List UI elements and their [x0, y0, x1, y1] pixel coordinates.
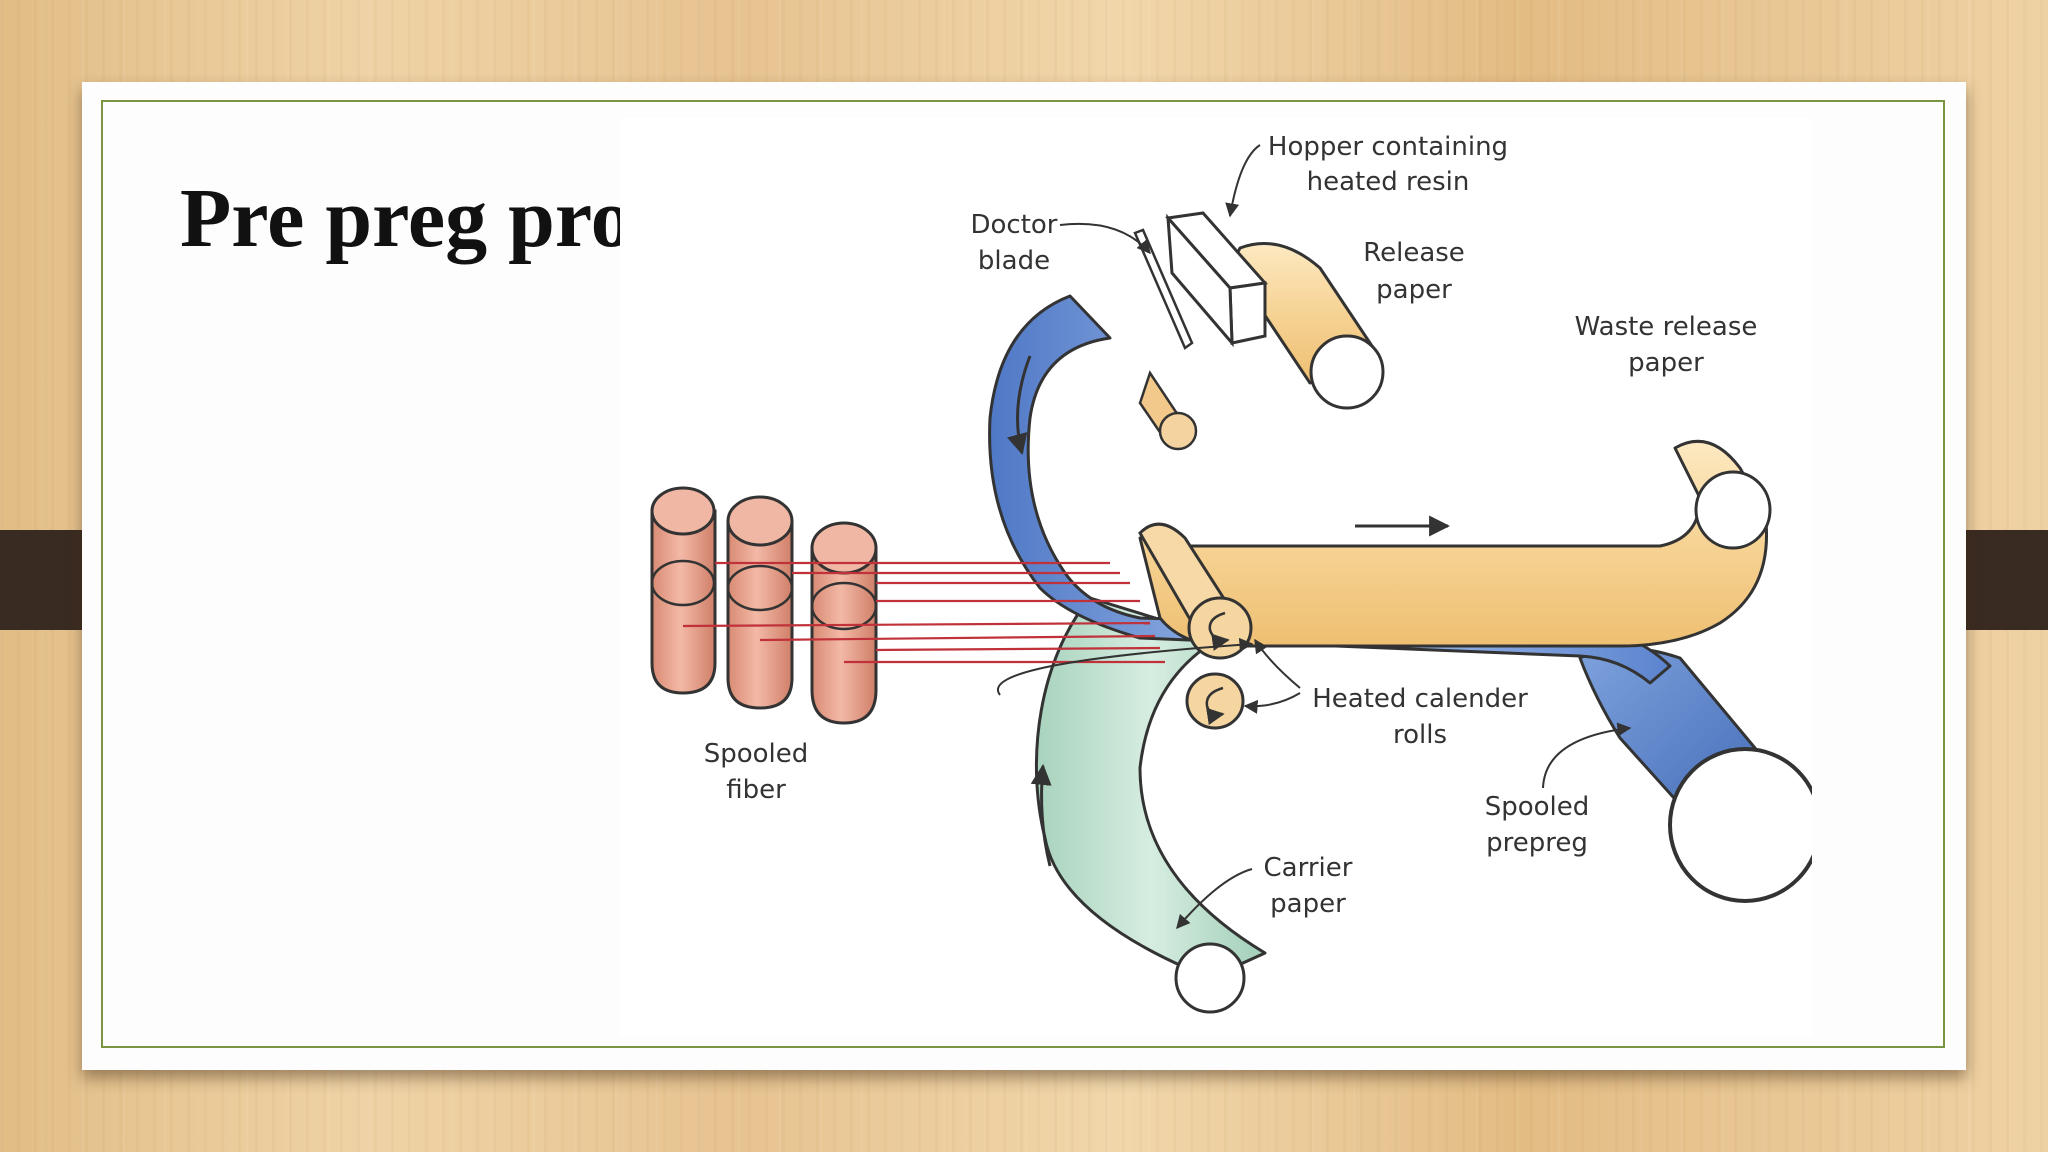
fiber-spool — [650, 486, 717, 695]
svg-text:rolls: rolls — [1393, 720, 1447, 750]
roll-rotation-icon — [1205, 686, 1225, 726]
svg-text:Spooled: Spooled — [1485, 792, 1590, 822]
spooled-prepreg-roll — [1668, 747, 1812, 903]
svg-text:paper: paper — [1628, 348, 1704, 378]
calender-leader — [997, 637, 1254, 696]
svg-text:Carrier: Carrier — [1264, 853, 1353, 883]
direction-arrow-icon — [1030, 763, 1052, 867]
fiber-spool — [810, 521, 878, 725]
svg-text:Release: Release — [1363, 238, 1465, 268]
doctor-blade-leader — [1059, 222, 1151, 255]
svg-text:blade: blade — [978, 246, 1050, 276]
label-hopper: Hopper containing heated resin — [1268, 132, 1508, 197]
carrier-paper-leader — [1176, 868, 1253, 930]
spooled-prepreg-leader — [1542, 722, 1632, 789]
svg-text:fiber: fiber — [726, 775, 786, 805]
label-waste-release-paper: Waste release paper — [1575, 312, 1758, 378]
svg-text:prepreg: prepreg — [1486, 828, 1588, 858]
hopper-icon — [1165, 211, 1268, 348]
upper-calender-roll — [1138, 522, 1253, 660]
svg-text:paper: paper — [1270, 889, 1346, 919]
label-spooled-prepreg: Spooled prepreg — [1485, 792, 1590, 858]
label-carrier-paper: Carrier paper — [1264, 853, 1353, 919]
release-paper-roll — [1309, 334, 1385, 410]
svg-text:Doctor: Doctor — [970, 210, 1057, 240]
waste-release-paper-roll — [1694, 470, 1772, 550]
label-spooled-fiber: Spooled fiber — [704, 739, 809, 805]
fiber-strands — [682, 561, 1165, 664]
prepreg-diagram: Hopper containing heated resin Doctor bl… — [650, 132, 1812, 1014]
label-release-paper: Release paper — [1363, 238, 1465, 305]
carrier-paper-roll — [1174, 942, 1246, 1014]
svg-text:Waste release: Waste release — [1575, 312, 1758, 342]
svg-text:paper: paper — [1376, 275, 1452, 305]
doctor-blade-icon — [1133, 228, 1194, 350]
lower-calender-roll — [1185, 672, 1245, 730]
fiber-spool — [726, 495, 794, 710]
roll-rotation-icon — [1208, 611, 1230, 651]
idler-roller — [1138, 370, 1198, 451]
direction-arrow-icon — [1006, 355, 1032, 456]
svg-text:heated resin: heated resin — [1307, 167, 1470, 197]
svg-text:Hopper containing: Hopper containing — [1268, 132, 1508, 162]
calender-leader-3 — [1254, 638, 1301, 689]
hopper-leader — [1225, 144, 1261, 218]
label-heated-calender-rolls: Heated calender rolls — [1312, 684, 1528, 750]
svg-text:Spooled: Spooled — [704, 739, 809, 769]
calender-leader-2 — [1243, 692, 1301, 714]
slide-border — [101, 100, 1945, 1048]
svg-text:Heated calender: Heated calender — [1312, 684, 1528, 714]
label-doctor-blade: Doctor blade — [970, 210, 1057, 276]
